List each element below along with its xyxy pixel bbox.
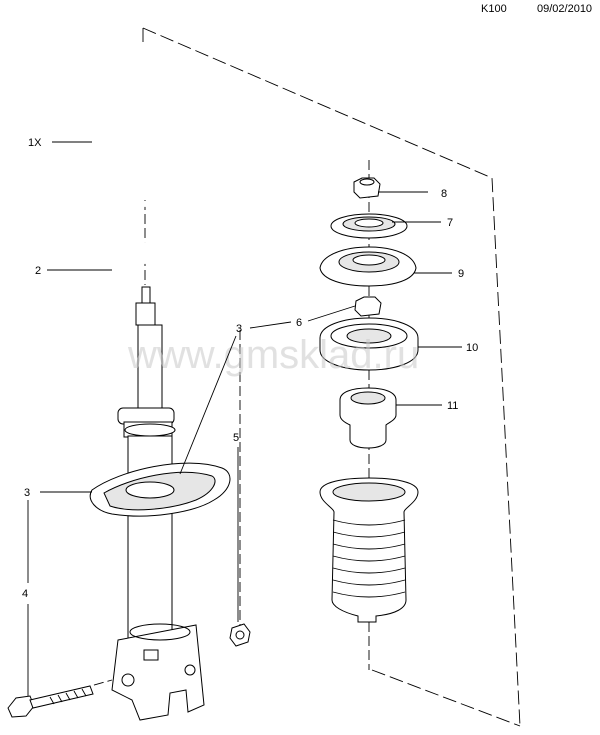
callout-1x: 1X	[28, 137, 42, 149]
callout-10: 10	[466, 342, 478, 354]
dust-boot	[319, 477, 419, 623]
strut-bearing	[319, 317, 419, 371]
callout-11: 11	[447, 400, 458, 412]
top-mount	[319, 246, 417, 287]
callout-7: 7	[447, 217, 453, 229]
top-nut	[353, 177, 381, 199]
callout-3b: 3	[236, 323, 242, 335]
callout-3a: 3	[24, 487, 30, 499]
assembly-outline-lower	[371, 669, 521, 727]
watermark: www.gmsklad.ru	[127, 333, 419, 377]
bearing-washer	[330, 213, 408, 239]
spring-insulator	[96, 242, 184, 264]
damper-nut	[354, 296, 382, 317]
assembly-outline	[142, 27, 521, 727]
knuckle-bracket	[111, 623, 205, 721]
callout-8: 8	[441, 188, 447, 200]
coil-spring	[75, 53, 203, 207]
diagram-code: K100	[481, 3, 507, 15]
callout-9: 9	[458, 268, 464, 280]
diagram-date: 09/02/2010	[537, 3, 593, 15]
strut-damper	[117, 286, 176, 647]
callout-5: 5	[233, 432, 239, 444]
leader-3c	[249, 321, 292, 329]
callout-4: 4	[22, 588, 28, 600]
callout-6: 6	[296, 317, 302, 329]
bolt	[7, 685, 94, 718]
leader-3b	[179, 335, 237, 475]
callout-2: 2	[35, 265, 41, 277]
spring-seat	[89, 462, 231, 517]
leader-6	[307, 305, 356, 322]
nut-lower	[229, 623, 251, 647]
bump-stop	[339, 387, 397, 449]
